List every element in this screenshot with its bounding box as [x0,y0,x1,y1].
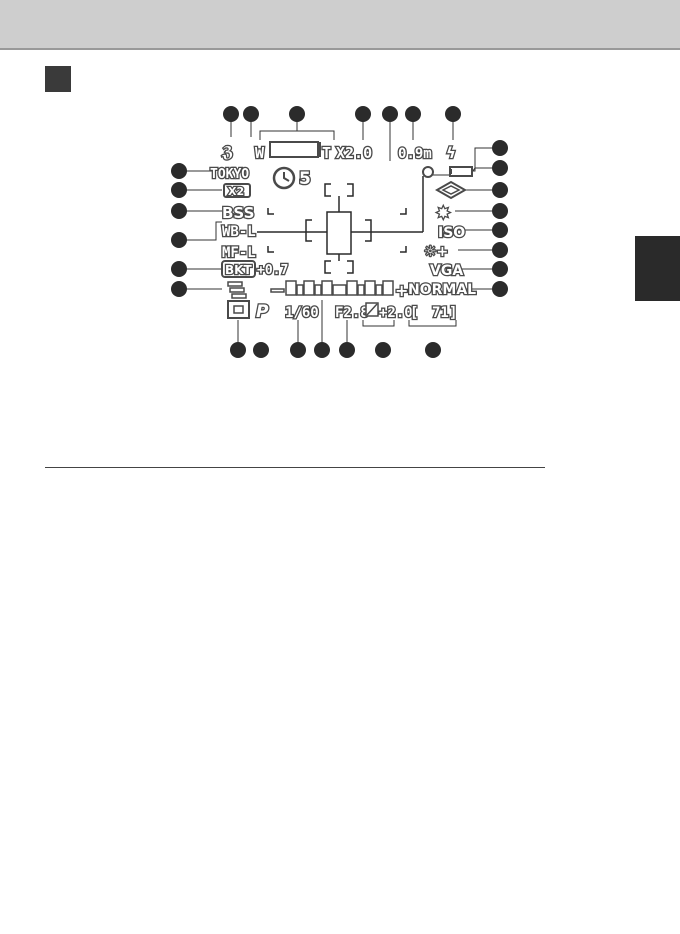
af-brackets-outline [266,182,408,275]
frames-bracket-close: ] [449,305,457,321]
callout-marker [492,182,508,198]
callout-marker [375,342,391,358]
callout-marker [253,342,269,358]
callout-marker [425,342,441,358]
zoom-indicator-bar [269,141,319,158]
aperture: F2.8 [335,305,369,321]
callout-marker [171,182,187,198]
wb-lock-label: WB-L [222,224,256,240]
bracketing-label: BKT [225,263,252,277]
callout-marker [492,160,508,176]
zoom-tele-label: T [322,144,331,162]
scene-mode-icon: ℨ [221,143,233,161]
callout-marker [171,261,187,277]
white-balance-icon: ✸ [437,204,450,222]
callout-markers [171,106,508,358]
callout-leaders [186,121,492,343]
callout-marker [289,106,305,122]
callout-marker [492,261,508,277]
callout-marker [339,342,355,358]
bracket-value: +0.7 [257,263,288,278]
frames-remaining: 71 [432,305,449,321]
diamond-icon [434,180,468,200]
time-zone: TOKYO [210,167,249,182]
callout-marker [492,242,508,258]
callout-marker [171,281,187,297]
exposure-bar-graph: + [270,280,410,301]
zoom-wide-label: W [255,144,265,162]
bss-label: BSS [222,204,254,222]
callout-marker [230,342,246,358]
callout-marker [382,106,398,122]
callout-marker [492,140,508,156]
callout-marker [290,342,306,358]
image-size: VGA [430,263,463,279]
sharpening-icon: ☼+ [424,244,448,260]
shutter-speed: 1/60 [285,305,319,321]
frames-bracket-open: [ [410,305,418,321]
converter-box [223,183,251,198]
mf-lock-label: MF-L [222,245,256,261]
callout-marker [171,203,187,219]
callout-marker [355,106,371,122]
focus-distance: 0.9m [398,146,432,162]
clock-icon [422,166,434,178]
header-bar [0,0,680,50]
callout-marker [314,342,330,358]
iso-label: ISO [438,225,465,241]
callout-marker [171,232,187,248]
af-brackets [257,176,424,274]
callout-marker [405,106,421,122]
callout-marker [492,281,508,297]
converter-label: X2 [228,185,244,198]
svg-text:+: + [395,281,408,300]
section-marker [45,66,71,92]
metering-icon [227,300,250,319]
battery-icon [449,166,473,177]
continuous-icon [227,281,247,299]
callout-marker [492,222,508,238]
exposure-comp: +2.0 [379,305,413,321]
image-quality: NORMAL [408,282,476,298]
callout-marker [492,203,508,219]
self-timer-count: 5 [299,169,311,189]
exposure-mode: P [256,302,269,322]
callout-marker [171,163,187,179]
bracketing-box [221,260,256,278]
flash-icon: ϟ [446,144,456,162]
chapter-tab [635,236,680,301]
callout-marker [243,106,259,122]
callout-marker [445,106,461,122]
callout-marker [223,106,239,122]
digital-zoom: X2.0 [336,144,372,162]
horizontal-rule [45,467,545,468]
